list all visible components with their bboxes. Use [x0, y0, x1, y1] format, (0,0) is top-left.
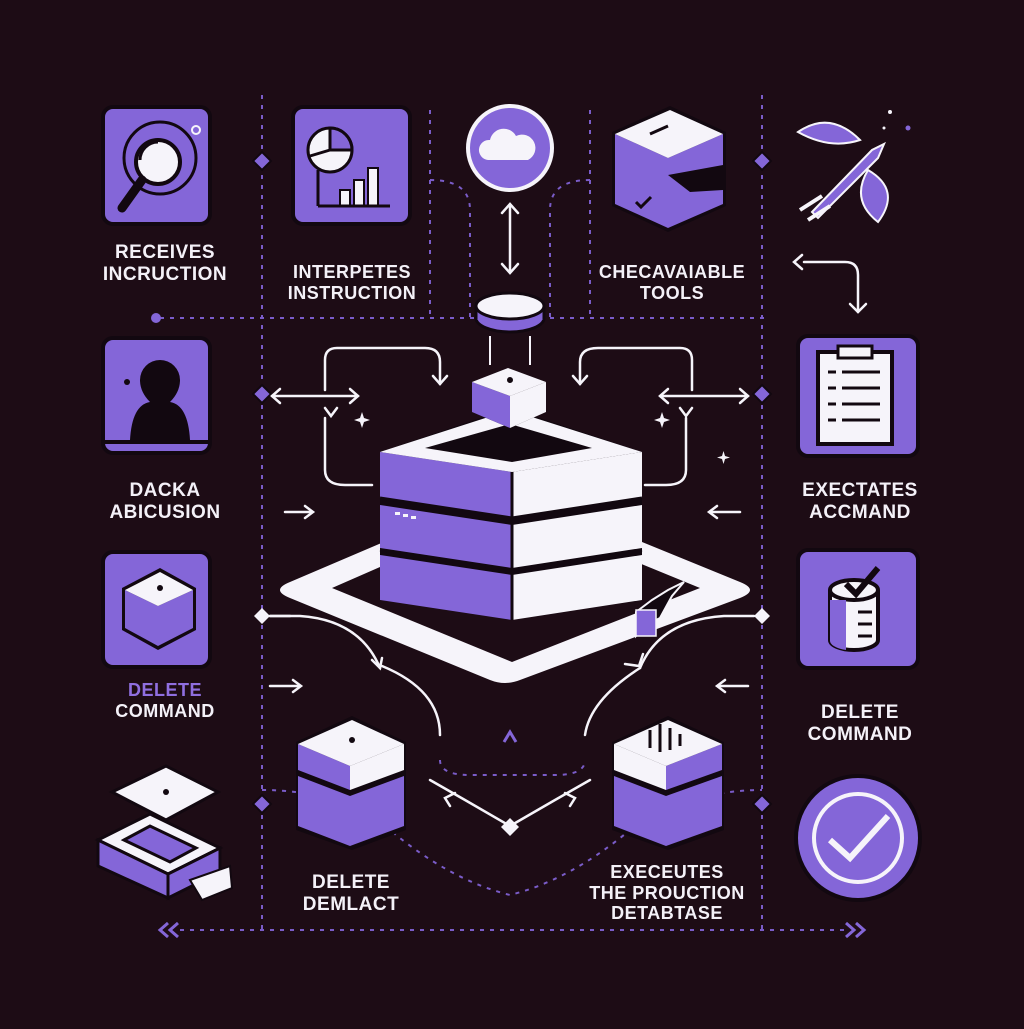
label-line: command — [115, 700, 215, 721]
label-line: command — [807, 723, 913, 745]
clipboard-icon — [796, 334, 920, 458]
label-delete-command-left: Delete command — [96, 680, 234, 721]
label-delete-command-right: Delete command — [790, 702, 930, 746]
label-line: tools — [639, 282, 705, 303]
check-circle-icon — [794, 774, 922, 902]
box-icon — [612, 106, 726, 232]
central-database-stack — [280, 291, 750, 683]
label-executes-command: Exectates accmand — [790, 480, 930, 524]
label-line: abicusion — [109, 501, 221, 523]
server-stack-icon — [296, 716, 406, 850]
connector-dot — [151, 313, 161, 323]
label-executes-production: Execeutes the prouction detabtase — [574, 862, 760, 924]
label-interprets-instruction: Interpetes instruction — [278, 262, 426, 303]
label-line: instruction — [287, 282, 417, 303]
tool-icon — [796, 121, 889, 224]
label-line: detabtase — [611, 903, 723, 924]
label-line: incruction — [102, 263, 228, 285]
connector-diamonds — [251, 150, 773, 815]
label-check-tools: Checavaiable tools — [592, 262, 752, 303]
open-box-icon — [94, 764, 234, 902]
label-line: accmand — [809, 501, 911, 523]
label-line: Dacka — [129, 480, 201, 501]
flow-arrows — [268, 202, 868, 828]
label-line: Execeutes — [610, 862, 724, 882]
label-receives-instruction: Receives incruction — [96, 242, 234, 286]
server-stack-icon — [612, 716, 724, 850]
label-line: Exectates — [802, 480, 918, 501]
label-line: Interpetes — [292, 262, 412, 282]
database-check-icon — [796, 548, 920, 670]
label-line: Receives — [114, 242, 216, 263]
label-line: the prouction — [589, 882, 745, 903]
purple-end-arrows — [157, 729, 867, 939]
magnifier-icon — [101, 105, 212, 226]
label-line: Delete — [821, 702, 899, 723]
label-delete-demlact: Delete Demlact — [286, 872, 416, 916]
cube-icon — [101, 550, 212, 669]
chart-icon — [291, 105, 412, 226]
label-line: Delete — [312, 872, 390, 893]
label-dacka-abicusion: Dacka abicusion — [96, 480, 234, 524]
person-icon — [101, 336, 212, 455]
dotted-connectors — [160, 95, 850, 931]
cloud-icon — [466, 104, 554, 192]
label-line: Delete — [127, 680, 202, 700]
label-line: Checavaiable — [598, 262, 746, 282]
label-line: Demlact — [302, 893, 400, 915]
sparkles — [354, 110, 911, 464]
